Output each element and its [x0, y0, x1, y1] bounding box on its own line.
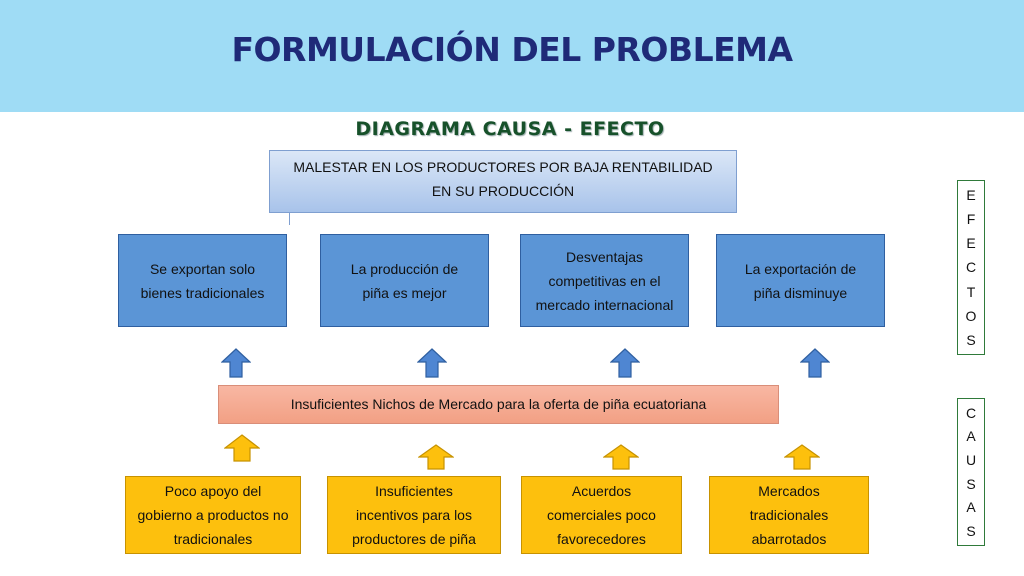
problem-box: MALESTAR EN LOS PRODUCTORES POR BAJA REN…	[269, 150, 737, 213]
effect-box: Desventajas competitivas en el mercado i…	[520, 234, 689, 327]
up-arrow-icon	[784, 444, 820, 470]
up-arrow-icon	[603, 444, 639, 470]
side-letter: C	[965, 404, 977, 421]
cause-box: Mercados tradicionales abarrotados	[709, 476, 869, 554]
side-letter: F	[966, 211, 976, 228]
up-arrow-icon	[418, 444, 454, 470]
side-letter: E	[966, 235, 976, 252]
up-arrow-icon	[221, 348, 251, 378]
side-letter: E	[966, 187, 976, 204]
side-letter: T	[966, 283, 976, 300]
main-cause-box: Insuficientes Nichos de Mercado para la …	[218, 385, 779, 424]
up-arrow-icon	[224, 434, 260, 462]
effects-side-label: E F E C T O S	[957, 180, 985, 355]
slide-title: FORMULACIÓN DEL PROBLEMA	[231, 30, 793, 69]
cause-box: Acuerdos comerciales poco favorecedores	[521, 476, 682, 554]
effect-box: Se exportan solo bienes tradicionales	[118, 234, 287, 327]
side-letter: S	[966, 331, 976, 348]
side-letter: O	[965, 307, 977, 324]
side-letter: C	[965, 259, 977, 276]
side-letter: S	[966, 523, 976, 540]
causes-side-label: C A U S A S	[957, 398, 985, 546]
cause-box: Insuficientes incentivos para los produc…	[327, 476, 501, 554]
effect-box: La exportación de piña disminuye	[716, 234, 885, 327]
diagram-title: DIAGRAMA CAUSA - EFECTO	[355, 118, 665, 140]
connector-line	[289, 213, 290, 225]
side-letter: S	[966, 475, 976, 492]
side-letter: A	[966, 499, 976, 516]
header-band	[0, 0, 1024, 112]
up-arrow-icon	[800, 348, 830, 378]
up-arrow-icon	[417, 348, 447, 378]
side-letter: A	[966, 428, 976, 445]
side-letter: U	[965, 452, 977, 469]
effect-box: La producción de piña es mejor	[320, 234, 489, 327]
up-arrow-icon	[610, 348, 640, 378]
cause-box: Poco apoyo del gobierno a productos no t…	[125, 476, 301, 554]
